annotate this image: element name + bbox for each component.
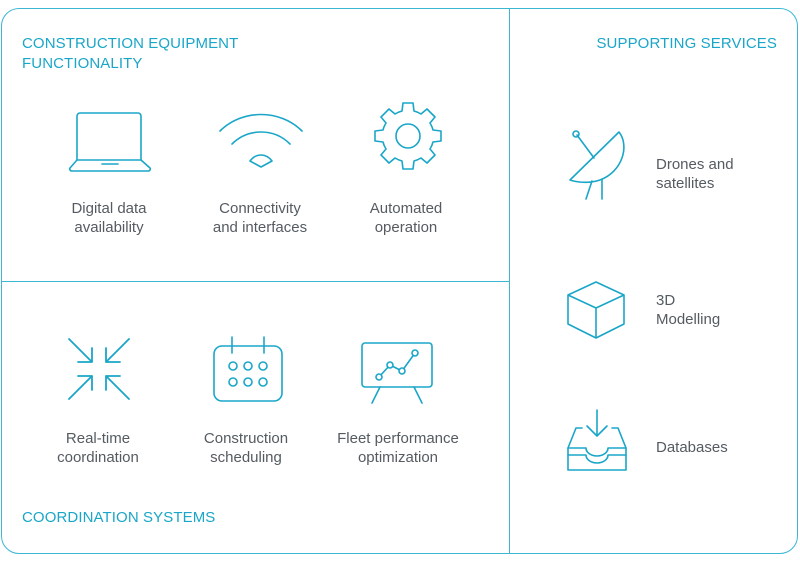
functionality-title: CONSTRUCTION EQUIPMENT FUNCTIONALITY (22, 35, 239, 72)
gear-icon (372, 100, 444, 172)
presentation-chart-icon (360, 341, 434, 405)
calendar-icon (212, 335, 284, 403)
cube-icon (566, 280, 626, 340)
horizontal-divider (1, 281, 510, 283)
satellite-dish-icon (566, 130, 628, 202)
coordination-title: COORDINATION SYSTEMS (22, 509, 216, 526)
label-databases: Databases (656, 439, 728, 456)
converge-arrows-icon (66, 336, 132, 402)
supporting-title: SUPPORTING SERVICES (596, 35, 777, 52)
laptop-icon (68, 110, 154, 172)
inbox-download-icon (566, 408, 628, 472)
wifi-icon (218, 113, 304, 169)
